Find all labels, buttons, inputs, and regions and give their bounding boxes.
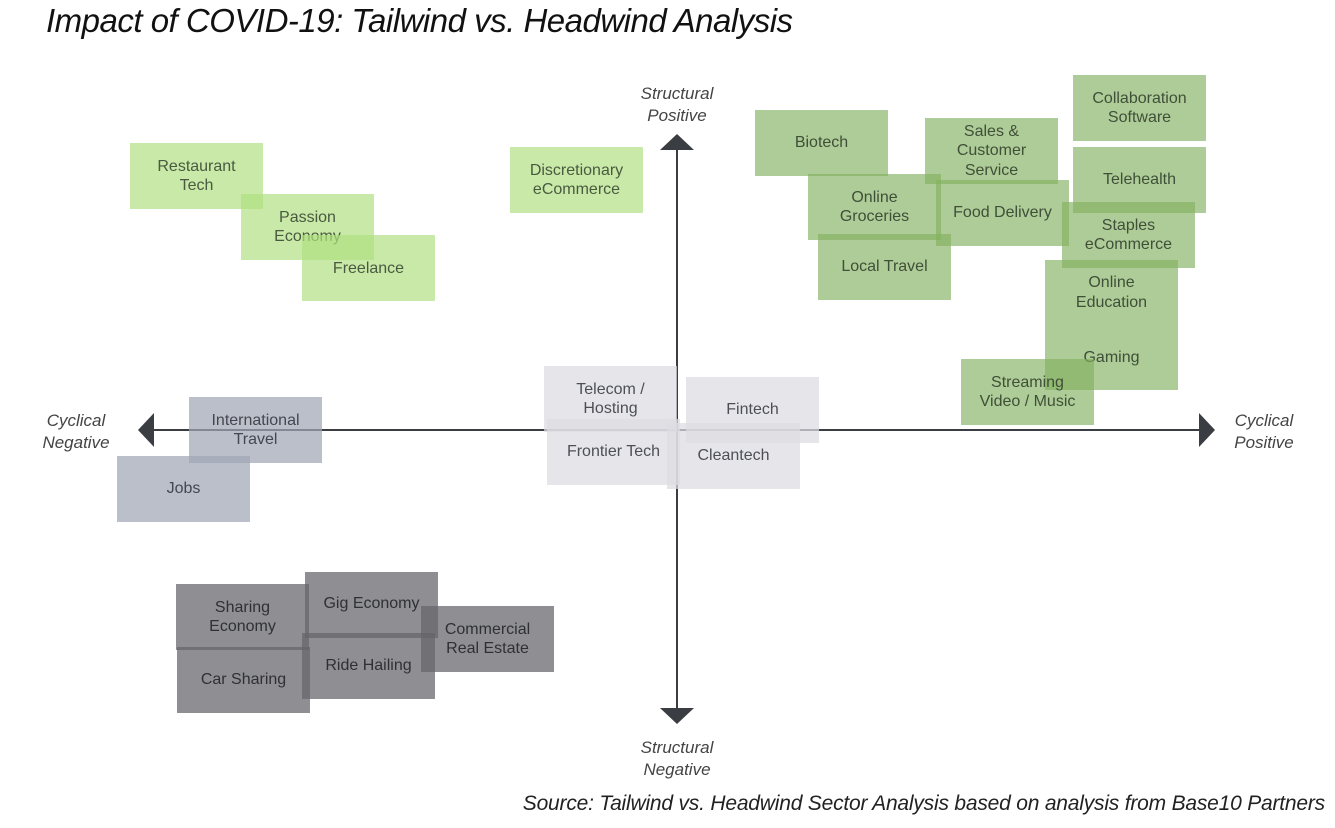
sector-box-commercial-real-estate: Commercial Real Estate	[421, 606, 554, 672]
sector-box-collaboration-software: Collaboration Software	[1073, 75, 1206, 141]
sector-box-local-travel: Local Travel	[818, 234, 951, 300]
sector-box-gig-economy: Gig Economy	[305, 572, 438, 638]
sector-box-discretionary-ecommerce: Discretionary eCommerce	[510, 147, 643, 213]
axis-label-structural-negative: Structural Negative	[640, 738, 714, 779]
sector-box-freelance: Freelance	[302, 235, 435, 301]
sector-box-staples-ecommerce: Staples eCommerce	[1062, 202, 1195, 268]
arrow-left-icon	[138, 413, 154, 447]
sector-box-frontier-tech: Frontier Tech	[547, 419, 680, 485]
sector-box-online-groceries: Online Groceries	[808, 174, 941, 240]
sector-box-ride-hailing: Ride Hailing	[302, 633, 435, 699]
sector-box-sales-customer-service: Sales & Customer Service	[925, 118, 1058, 184]
sector-box-sharing-economy: Sharing Economy	[176, 584, 309, 650]
source-caption: Source: Tailwind vs. Headwind Sector Ana…	[522, 792, 1325, 815]
chart-title: Impact of COVID-19: Tailwind vs. Headwin…	[46, 2, 793, 39]
sector-box-restaurant-tech: Restaurant Tech	[130, 143, 263, 209]
sector-box-online-education: Online Education	[1045, 260, 1178, 325]
sector-box-car-sharing: Car Sharing	[177, 647, 310, 713]
arrow-up-icon	[660, 134, 694, 150]
arrow-right-icon	[1199, 413, 1215, 447]
sector-box-streaming-video-music: Streaming Video / Music	[961, 359, 1094, 425]
sector-box-cleantech: Cleantech	[667, 423, 800, 489]
arrow-down-icon	[660, 708, 694, 724]
sector-box-food-delivery: Food Delivery	[936, 180, 1069, 246]
sector-box-biotech: Biotech	[755, 110, 888, 176]
sector-box-jobs: Jobs	[117, 456, 250, 522]
axis-label-cyclical-negative: Cyclical Negative	[42, 411, 110, 452]
axis-label-structural-positive: Structural Positive	[640, 84, 714, 125]
axis-label-cyclical-positive: Cyclical Positive	[1234, 411, 1294, 452]
sector-box-international-travel: International Travel	[189, 397, 322, 463]
